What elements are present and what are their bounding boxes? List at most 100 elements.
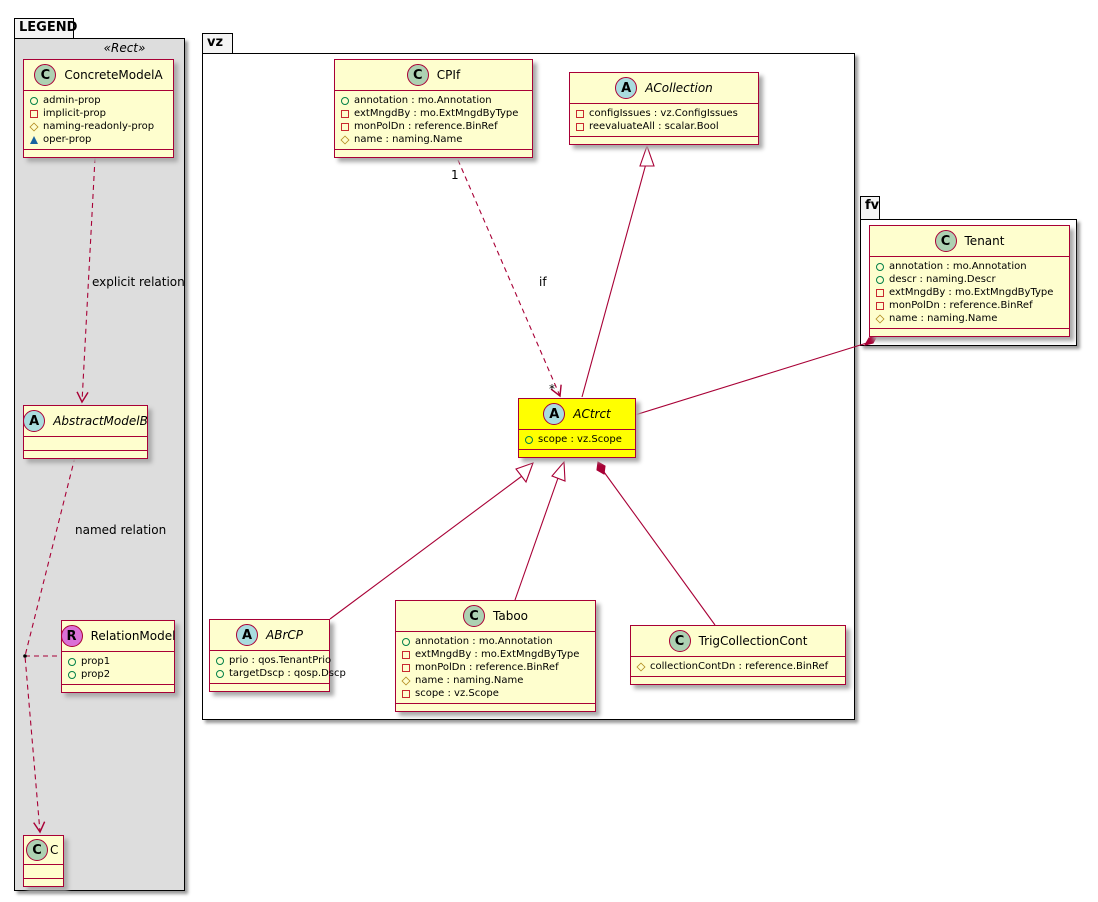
attribute: configIssues : vz.ConfigIssues bbox=[576, 107, 752, 120]
attribute-text: annotation : mo.Annotation bbox=[354, 95, 492, 106]
class-methods bbox=[24, 451, 147, 458]
visibility-pub-icon bbox=[68, 670, 76, 679]
abstract-badge-icon: A bbox=[23, 410, 46, 432]
class-name: C bbox=[50, 843, 59, 857]
attribute: collectionContDn : reference.BinRef bbox=[636, 660, 839, 673]
generalization-arrow bbox=[515, 462, 534, 484]
abrcp-generalization bbox=[329, 475, 523, 620]
if-label: if bbox=[539, 275, 547, 289]
abstract-badge-icon: A bbox=[615, 77, 638, 99]
generalization-arrow bbox=[551, 460, 566, 482]
attribute-text: prop2 bbox=[81, 669, 111, 680]
attribute-text: prio : qos.TenantPrio bbox=[229, 655, 332, 666]
class-abstractmodelb[interactable]: A AbstractModelB bbox=[23, 405, 148, 459]
attribute-text: targetDscp : qosp.Dscp bbox=[229, 668, 346, 679]
attribute: targetDscp : qosp.Dscp bbox=[216, 667, 346, 680]
composition-diamond bbox=[863, 335, 879, 346]
class-methods bbox=[519, 450, 635, 457]
visibility-pub-icon bbox=[341, 96, 349, 105]
class-name: ACollection bbox=[645, 81, 713, 95]
attribute-text: monPolDn : reference.BinRef bbox=[415, 662, 559, 673]
visibility-prot-icon bbox=[636, 661, 646, 672]
attribute-text: monPolDn : reference.BinRef bbox=[354, 121, 498, 132]
attribute-text: name : naming.Name bbox=[354, 134, 463, 145]
class-methods bbox=[24, 879, 63, 886]
class-attributes: annotation : mo.Annotation extMngdBy : mo… bbox=[396, 632, 595, 704]
class-methods bbox=[210, 684, 329, 691]
class-header: A AbstractModelB bbox=[23, 406, 148, 437]
class-attributes bbox=[24, 437, 147, 451]
attribute: monPolDn : reference.BinRef bbox=[876, 299, 1063, 312]
class-name: CPIf bbox=[436, 68, 461, 82]
attribute-text: prop1 bbox=[81, 656, 111, 667]
acollection-generalization bbox=[581, 159, 648, 398]
attribute: implicit-prop bbox=[30, 107, 167, 120]
visibility-pub-icon bbox=[216, 656, 224, 665]
named-relation-label: named relation bbox=[75, 523, 167, 537]
attribute-text: name : naming.Name bbox=[415, 675, 524, 686]
visibility-pub-icon bbox=[525, 435, 533, 444]
attribute-text: implicit-prop bbox=[43, 108, 106, 119]
attribute-text: monPolDn : reference.BinRef bbox=[889, 300, 1033, 311]
attribute: prop2 bbox=[68, 668, 168, 681]
class-badge-icon: C bbox=[26, 839, 48, 861]
attribute: reevaluateAll : scalar.Bool bbox=[576, 120, 752, 133]
visibility-priv-icon bbox=[402, 663, 410, 672]
class-acollection[interactable]: A ACollection configIssues : vz.ConfigIssu… bbox=[569, 72, 759, 145]
visibility-pub-icon bbox=[30, 96, 38, 105]
taboo-generalization bbox=[514, 477, 559, 601]
visibility-prot-icon bbox=[875, 313, 885, 324]
attribute: name : naming.Name bbox=[401, 674, 589, 687]
visibility-pub-icon bbox=[216, 669, 224, 678]
attribute: monPolDn : reference.BinRef bbox=[402, 661, 589, 674]
visibility-prot-icon bbox=[340, 134, 350, 145]
class-methods bbox=[335, 150, 532, 157]
legend-package: «Rect» bbox=[14, 38, 185, 891]
class-name: Tenant bbox=[964, 234, 1005, 248]
class-methods bbox=[570, 137, 758, 144]
class-name: AbstractModelB bbox=[53, 414, 148, 428]
class-methods bbox=[870, 329, 1069, 336]
attribute: admin-prop bbox=[30, 94, 167, 107]
visibility-priv-icon bbox=[402, 689, 410, 698]
visibility-priv-icon bbox=[876, 288, 884, 297]
class-badge-icon: C bbox=[34, 64, 57, 86]
attribute-text: descr : naming.Descr bbox=[889, 274, 996, 285]
attribute-text: annotation : mo.Annotation bbox=[415, 636, 553, 647]
class-badge-icon: C bbox=[463, 605, 485, 627]
class-methods bbox=[396, 704, 595, 711]
attribute-text: extMngdBy : mo.ExtMngdByType bbox=[889, 287, 1054, 298]
attribute: extMngdBy : mo.ExtMngdByType bbox=[402, 648, 589, 661]
trig-composition bbox=[603, 471, 716, 626]
visibility-pkg-icon bbox=[30, 135, 38, 144]
fv-package-tab: fv bbox=[860, 196, 880, 220]
class-methods bbox=[62, 685, 174, 692]
attribute-text: naming-readonly-prop bbox=[43, 121, 155, 132]
multiplicity-many: * bbox=[549, 382, 555, 396]
class-header: C CPIf bbox=[335, 60, 532, 91]
attribute-text: name : naming.Name bbox=[889, 313, 998, 324]
attribute-text: extMngdBy : mo.ExtMngdByType bbox=[415, 649, 580, 660]
visibility-priv-icon bbox=[341, 109, 349, 118]
class-badge-icon: C bbox=[406, 64, 429, 86]
visibility-priv-icon bbox=[402, 650, 410, 659]
visibility-priv-icon bbox=[576, 109, 584, 118]
